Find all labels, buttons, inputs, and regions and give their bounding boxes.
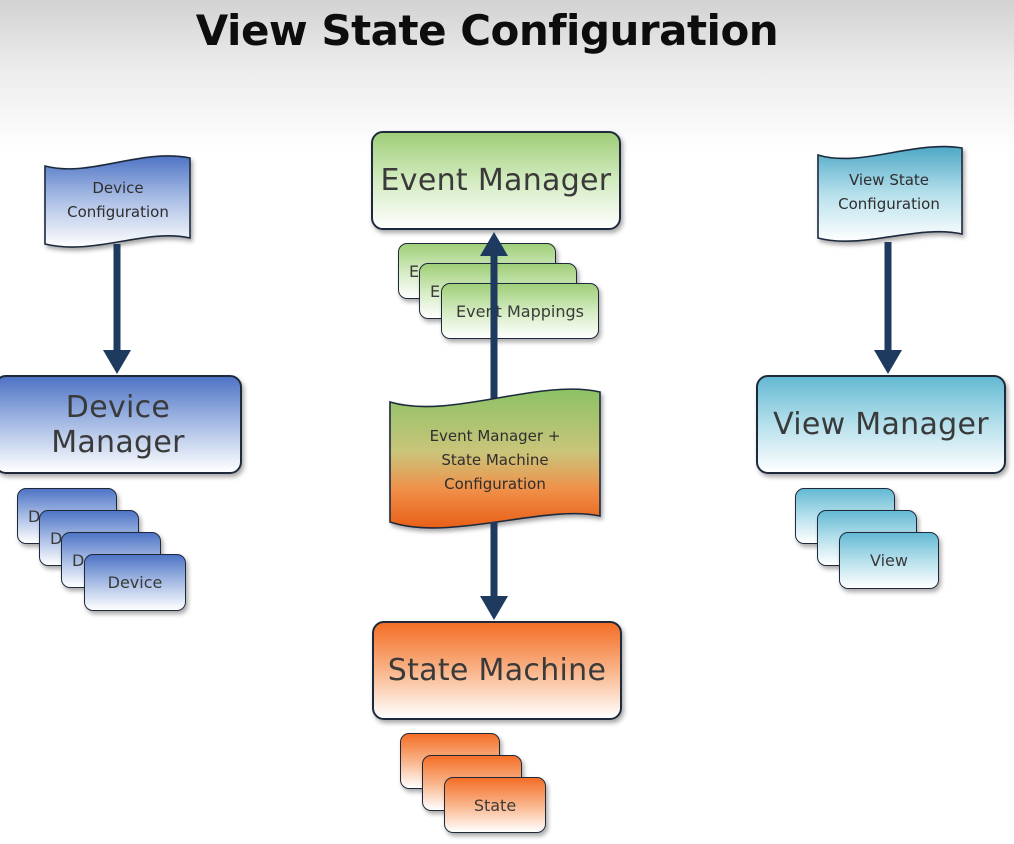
device-card: Device — [84, 554, 186, 611]
event-manager-label: Event Manager — [380, 163, 612, 198]
state-machine-box: State Machine — [372, 621, 622, 720]
view-config-doc — [817, 145, 963, 242]
doc-line: Device — [92, 179, 144, 197]
view-config-arrow — [874, 242, 902, 374]
device-config-doc — [44, 155, 191, 248]
doc-line: Event Manager + — [429, 427, 561, 445]
event-mappings-label: Event Mappings — [456, 301, 584, 321]
view-card: View — [839, 532, 939, 589]
page-title: View State Configuration — [195, 6, 779, 55]
doc-line: Configuration — [444, 475, 546, 493]
doc-line: View State — [848, 171, 930, 189]
event-mappings-card: Event Mappings — [441, 283, 599, 339]
event-mapping-label: E — [409, 261, 420, 281]
event-manager-arrow — [480, 232, 508, 400]
view-config-text: View State Configuration — [818, 168, 960, 216]
state-machine-arrow — [480, 522, 508, 620]
event-mapping-label: E — [430, 281, 441, 301]
device-manager-label: Device Manager — [51, 389, 185, 460]
state-machine-label: State Machine — [387, 653, 607, 688]
state-card: State — [444, 777, 546, 833]
state-label: State — [473, 795, 517, 815]
event-state-config-doc — [389, 388, 601, 529]
device-manager-box: Device Manager — [0, 375, 242, 474]
doc-line: Configuration — [838, 195, 940, 213]
view-label: View — [870, 551, 908, 570]
doc-line: State Machine — [441, 451, 549, 469]
device-label: Device — [107, 573, 163, 592]
view-manager-box: View Manager — [756, 375, 1006, 474]
view-manager-label: View Manager — [773, 407, 989, 442]
event-state-config-text: Event Manager + State Machine Configurat… — [395, 424, 595, 496]
event-manager-box: Event Manager — [371, 131, 621, 230]
device-config-text: Device Configuration — [48, 176, 188, 224]
device-config-arrow — [103, 244, 131, 374]
doc-line: Configuration — [67, 203, 169, 221]
